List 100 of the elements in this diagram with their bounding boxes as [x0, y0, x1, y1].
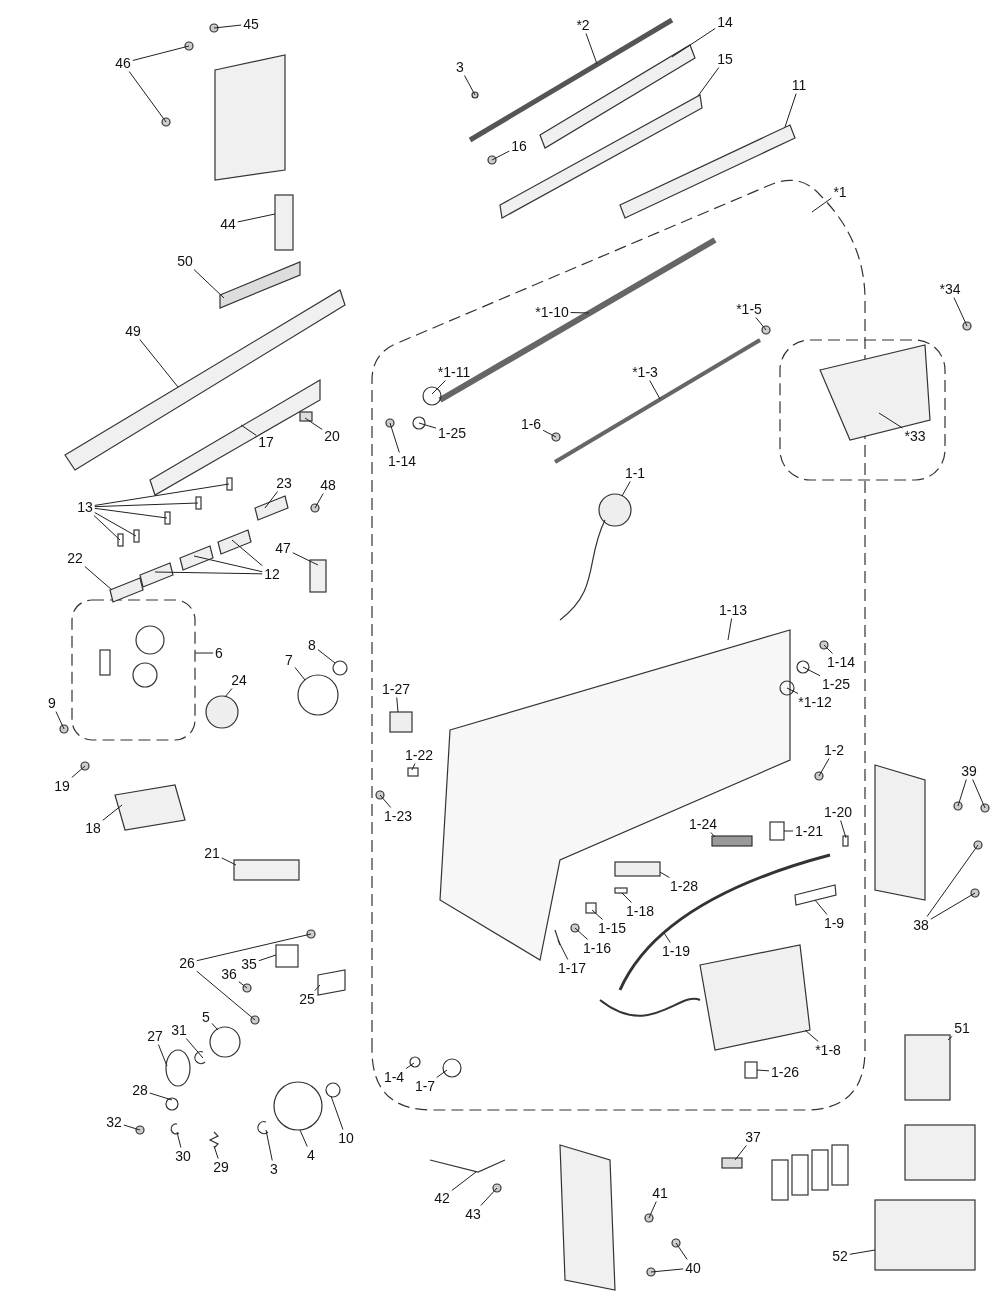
callout-number: 23 [276, 475, 292, 491]
callout-number: 16 [511, 138, 527, 154]
callout-number: *1-3 [632, 364, 658, 380]
leader-line [849, 1249, 876, 1255]
leader-line [659, 871, 670, 878]
leader-line [727, 618, 733, 641]
callout-number: 30 [175, 1148, 191, 1164]
callout-number: 1-14 [827, 654, 855, 670]
callout-number: *1-8 [815, 1042, 841, 1058]
leader-line [663, 932, 671, 943]
leader-line [675, 1242, 688, 1260]
callout-number: 10 [338, 1130, 354, 1146]
leader-line [139, 339, 179, 388]
callout-number: 13 [77, 499, 93, 515]
callout-number: 44 [220, 216, 236, 232]
leader-line [224, 688, 233, 698]
callout-number: 46 [115, 55, 131, 71]
leader-line [396, 697, 399, 713]
leader-line [265, 1129, 273, 1161]
callout-number: 45 [243, 16, 259, 32]
callout-number: 1-17 [558, 960, 586, 976]
callout-number: 1-13 [719, 602, 747, 618]
callout-number: 47 [275, 540, 291, 556]
callout-number: *33 [904, 428, 926, 444]
leader-line [823, 644, 833, 654]
leader-line [193, 555, 263, 573]
leader-line [94, 483, 230, 506]
callout-number: 14 [717, 14, 733, 30]
callout-number: 36 [221, 966, 237, 982]
leader-line [154, 571, 263, 575]
callout-number: 25 [299, 991, 315, 1007]
callout-number: 21 [204, 845, 220, 861]
callout-number: 19 [54, 778, 70, 794]
leader-line [211, 1022, 219, 1031]
callout-number: 1-26 [771, 1064, 799, 1080]
callout-number: 48 [320, 477, 336, 493]
callout-number: 1-28 [670, 878, 698, 894]
callout-number: 22 [67, 550, 83, 566]
callout-number: 8 [308, 637, 316, 653]
callout-number: 24 [231, 672, 247, 688]
leader-line [786, 687, 799, 694]
leader-line [802, 666, 821, 677]
leader-line [697, 67, 720, 97]
callout-number: 15 [717, 51, 733, 67]
leader-line [93, 515, 121, 541]
callout-number: 39 [961, 763, 977, 779]
leader-line [299, 1129, 308, 1147]
callout-number: 1-16 [583, 940, 611, 956]
leader-line [123, 1124, 141, 1131]
leader-line [480, 1187, 498, 1206]
callout-number: 32 [106, 1114, 122, 1130]
leader-line [926, 844, 979, 917]
leader-line [238, 981, 248, 989]
leader-line [194, 652, 214, 654]
leader-line [317, 649, 336, 664]
leader-line [418, 422, 437, 429]
callout-number: 17 [258, 434, 274, 450]
callout-number: *1-12 [798, 694, 832, 710]
leader-line [953, 297, 968, 327]
callout-number: 37 [745, 1129, 761, 1145]
callout-number: 27 [147, 1028, 163, 1044]
callout-number: 1-6 [520, 416, 542, 432]
callout-number: 6 [215, 645, 223, 661]
leader-line [649, 380, 661, 400]
leader-line [650, 1268, 684, 1273]
leader-line [213, 1145, 219, 1159]
leader-line [947, 1035, 953, 1041]
leader-line [878, 412, 903, 429]
leader-line [330, 1095, 344, 1130]
leader-line [451, 1171, 477, 1191]
leader-line [574, 927, 589, 940]
callout-number: 1-2 [823, 742, 845, 758]
leader-line [157, 1044, 168, 1067]
leader-line [294, 666, 306, 681]
callout-number: 1-24 [689, 816, 717, 832]
callout-number: 1-7 [414, 1078, 436, 1094]
callout-number: 20 [324, 428, 340, 444]
leader-line [314, 984, 321, 991]
leader-line [55, 711, 65, 730]
leader-line [149, 1092, 173, 1101]
leader-line [930, 892, 976, 920]
leader-line [648, 1201, 657, 1219]
callout-number: *1 [833, 184, 847, 200]
leader-line [379, 794, 392, 808]
callout-number: 3 [456, 59, 464, 75]
leader-line [804, 1029, 819, 1042]
leader-line [196, 933, 312, 962]
callout-number: 1-23 [384, 808, 412, 824]
leader-line [755, 317, 767, 331]
callout-number: 42 [434, 1190, 450, 1206]
leader-line [231, 539, 263, 567]
callout-number: 26 [179, 955, 195, 971]
leader-line [783, 830, 794, 832]
leader-line [405, 1062, 415, 1069]
leader-line [491, 150, 510, 161]
leader-line [94, 502, 199, 508]
leader-line [557, 939, 569, 960]
leader-line [542, 429, 557, 438]
leader-line [811, 197, 832, 213]
leader-line [436, 1069, 448, 1078]
